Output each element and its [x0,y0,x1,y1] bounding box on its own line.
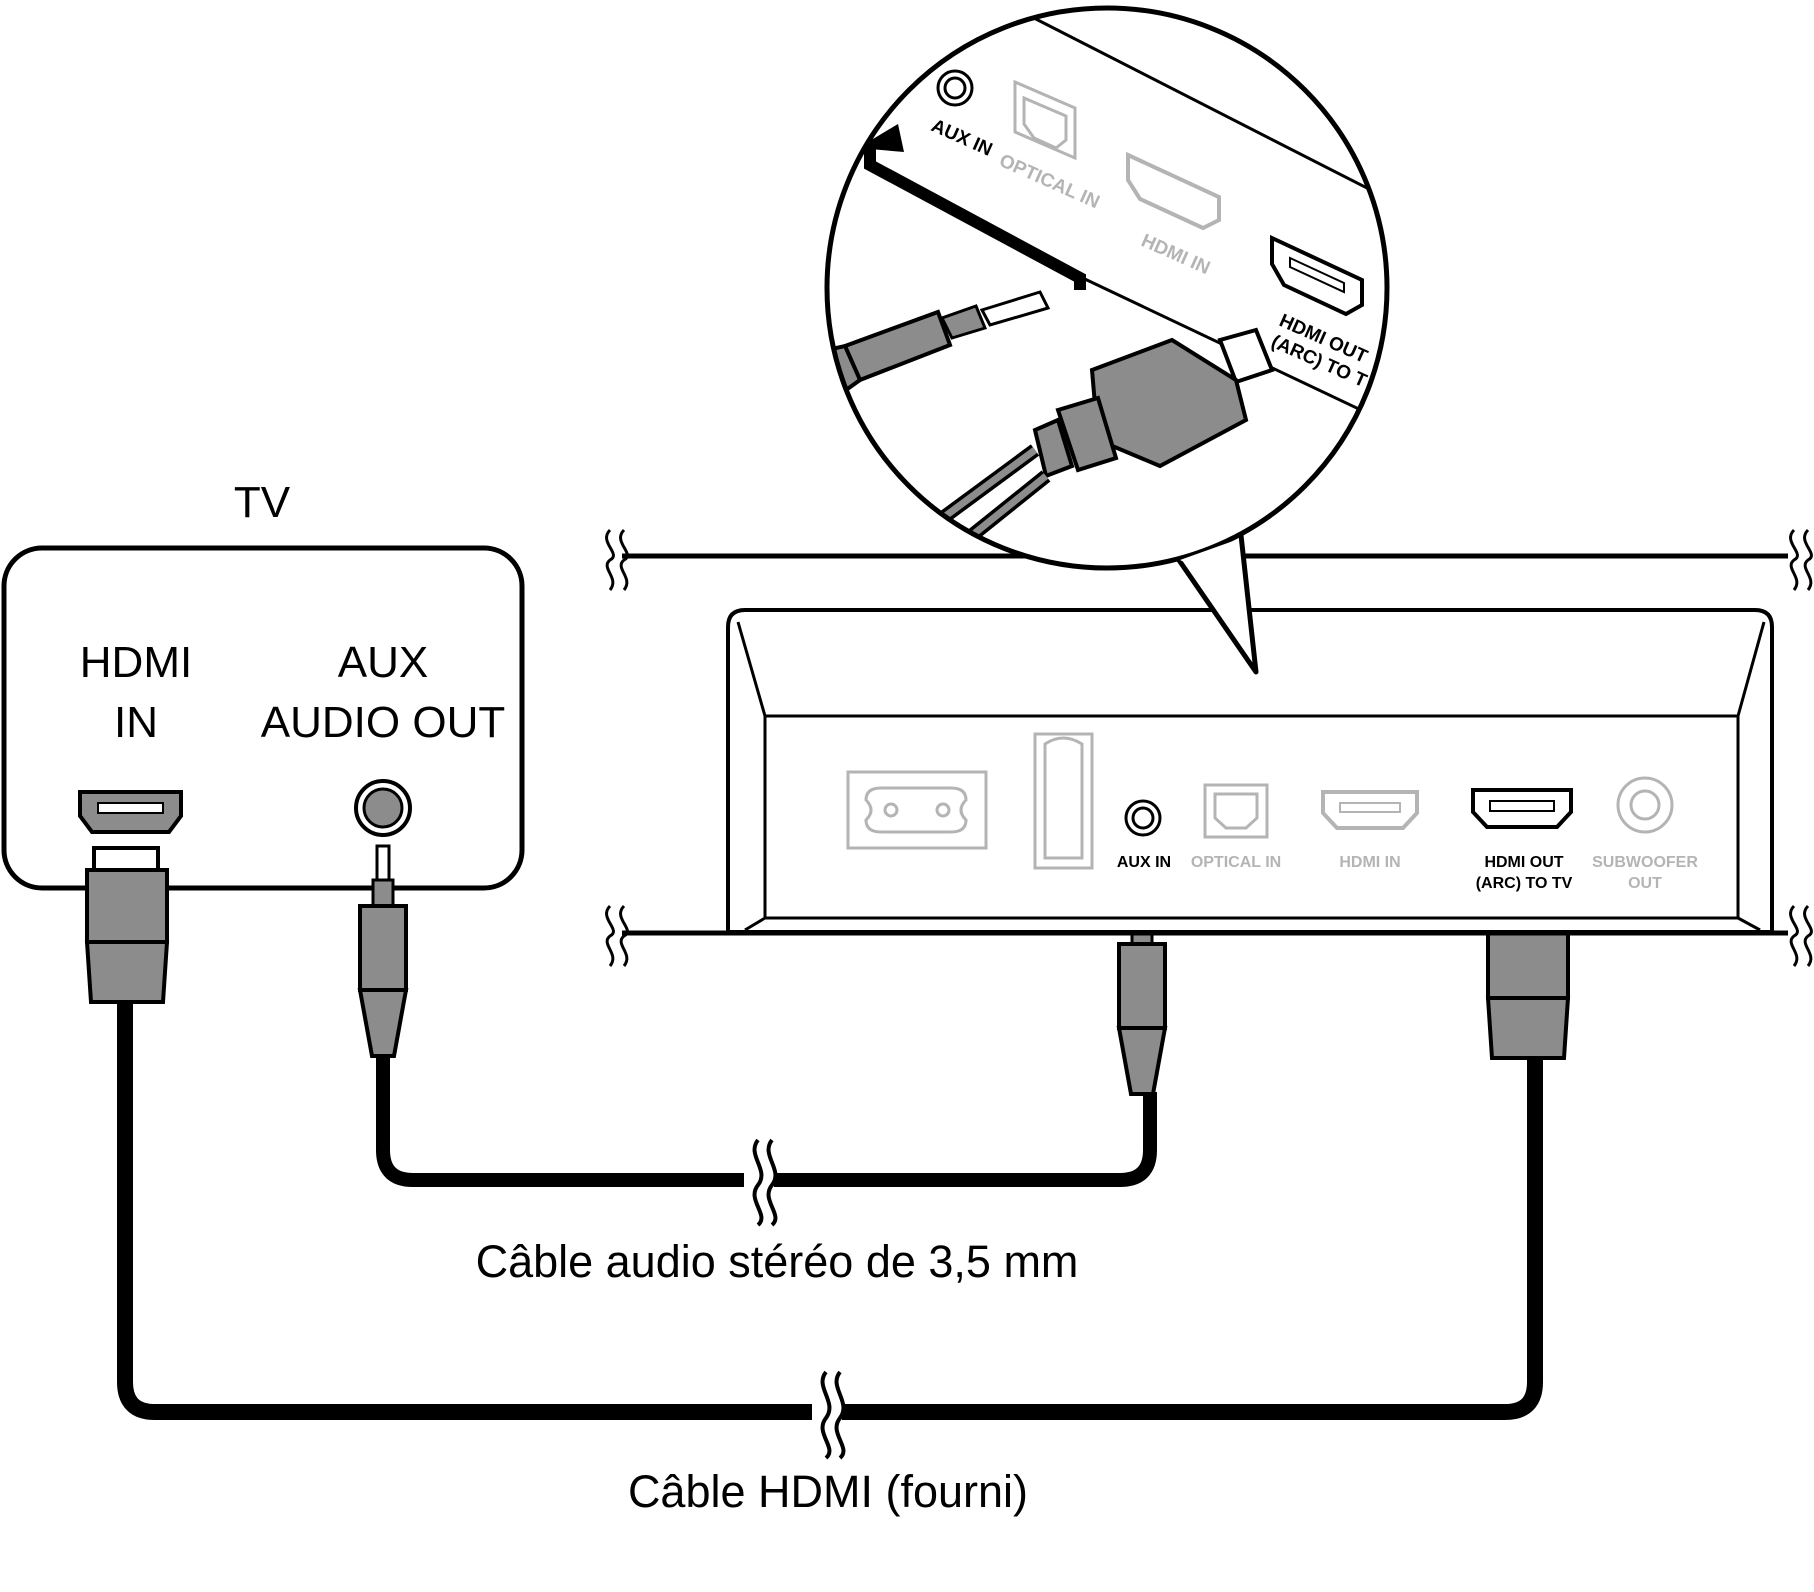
tv-hdmi-label: IN [114,698,158,747]
tv-title: TV [234,478,291,527]
soundbar-optical-in-label: OPTICAL IN [1191,854,1281,871]
zoom-optical-in-port [1013,79,1077,161]
break-mark-right-bottom [1789,904,1813,967]
hdmi-cable-break [820,1370,846,1460]
power-inlet [846,770,988,850]
hdmi-cable-wire [117,998,1543,1420]
hdmi-plug-tv [85,868,169,944]
soundbar-hdmi-in-port [1321,790,1419,830]
hdmi-cable-caption: Câble HDMI (fourni) [628,1466,1028,1517]
break-mark-left-bottom [605,904,629,967]
tv-hdmi-label: HDMI [80,638,192,687]
tv-aux-label: AUDIO OUT [261,698,505,747]
soundbar-subwoofer-out-label: SUBWOOFER [1592,854,1698,871]
hdmi-plug-soundbar [1486,926,1570,1000]
soundbar-body [726,608,1774,934]
zoom-callout: AUX IN OPTICAL IN HDMI IN HDMI OUT (ARC)… [824,5,1390,675]
tv-aux-label: AUX [338,638,428,687]
soundbar-optical-in-port [1203,783,1269,839]
soundbar-hdmi-out-label: HDMI OUT [1484,854,1563,871]
soundbar-subwoofer-out-port [1616,776,1674,834]
audio-cable-break [752,1138,778,1227]
tv-device: TV HDMI IN AUX AUDIO OUT [1,478,525,891]
break-mark-left-top [605,528,629,591]
soundbar-aux-in-label: AUX IN [1117,854,1171,871]
audio-plug-tv [358,904,408,992]
zoom-callout-outline [824,5,1390,571]
soundbar-panel-recess [736,621,1766,932]
zoom-insert-arrow [864,140,1086,290]
audio-plug-soundbar [1117,942,1167,1030]
soundbar-hdmi-out-label: (ARC) TO TV [1476,875,1573,892]
audio-cable-caption: Câble audio stéréo de 3,5 mm [476,1236,1079,1287]
zoom-hdmi-in-port [1126,151,1221,231]
soundbar-hdmi-in-label: HDMI IN [1339,854,1400,871]
audio-cable: Câble audio stéréo de 3,5 mm [357,844,1168,1287]
soundbar-subwoofer-out-label: OUT [1628,875,1662,892]
soundbar: AUX IN OPTICAL IN HDMI IN HDMI OUT (ARC)… [605,528,1813,967]
zoom-hdmi-plug [1217,327,1275,385]
zoom-audio-plug [979,290,1051,327]
break-mark-right-top [1789,528,1813,591]
vent-slot [1033,732,1094,870]
